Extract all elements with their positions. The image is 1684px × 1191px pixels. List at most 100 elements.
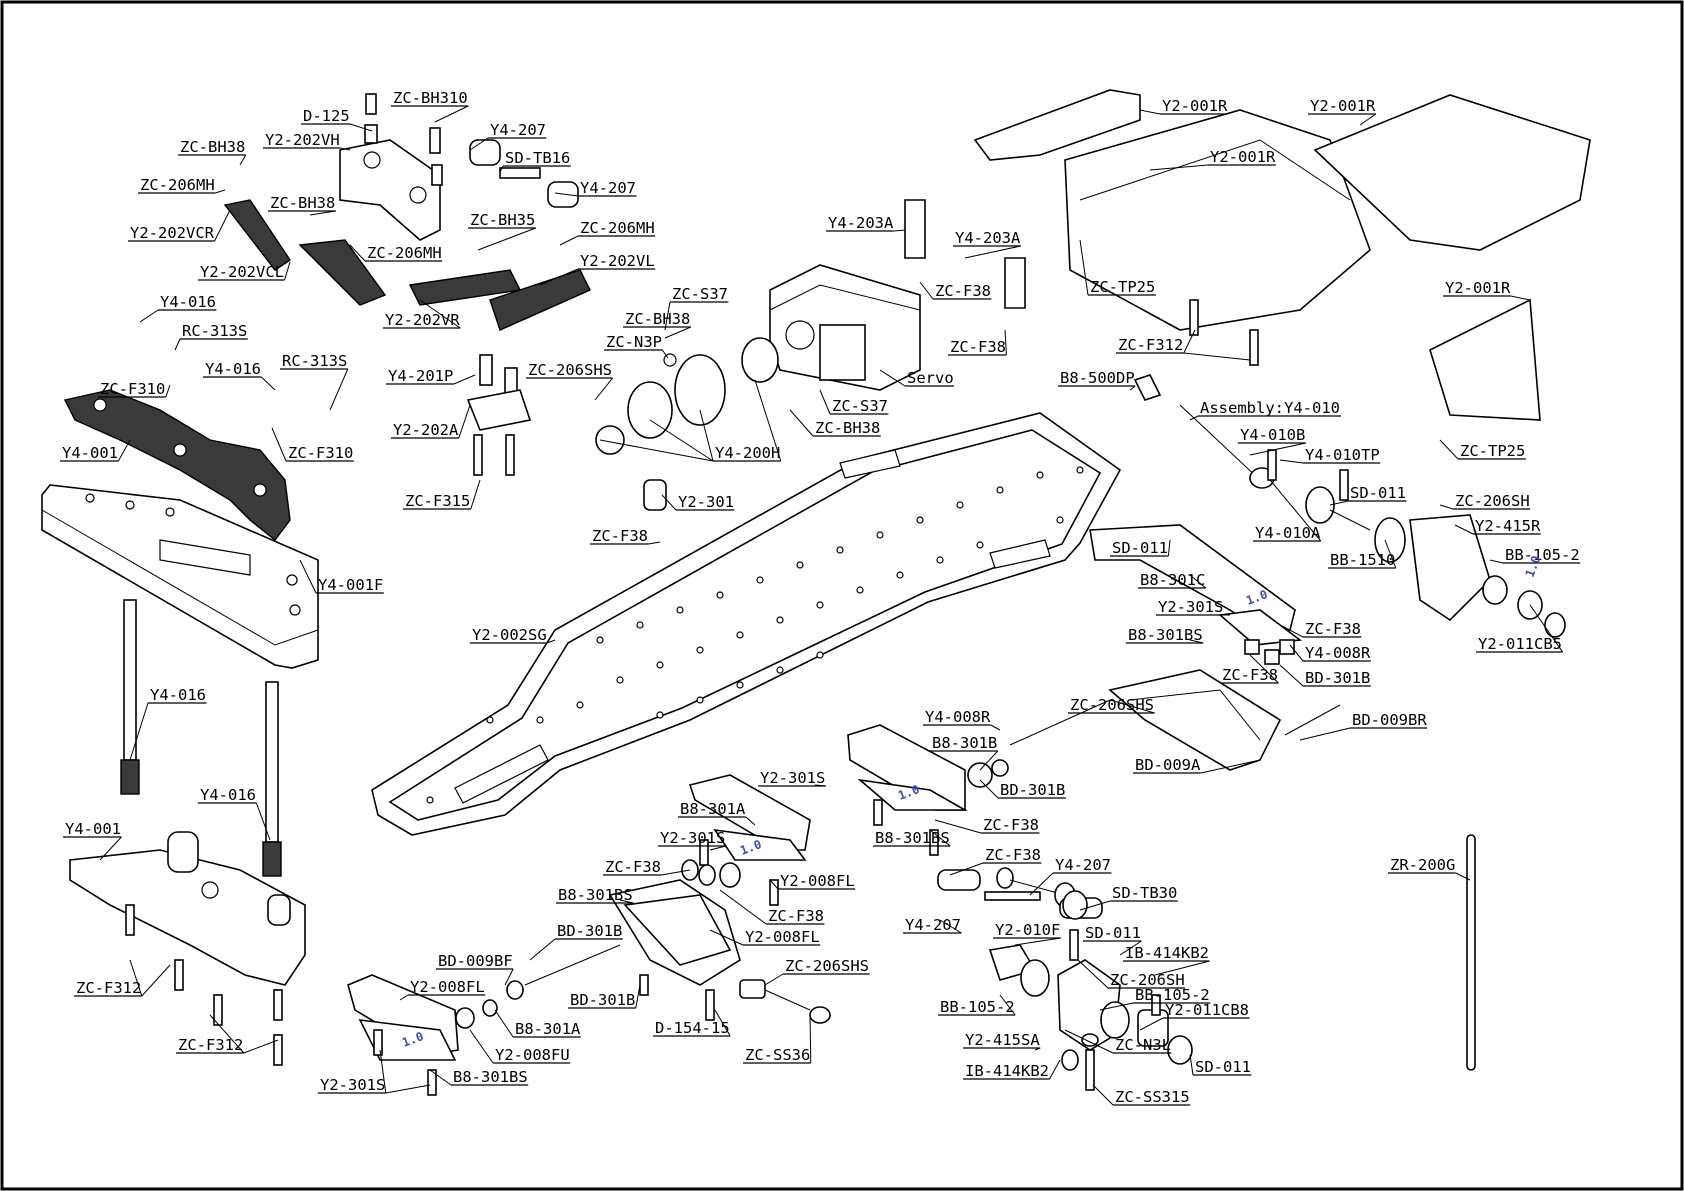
part-label-text: Y2-010F — [995, 921, 1060, 939]
leader-line — [1189, 574, 1207, 589]
part-label: BD-301B — [568, 984, 641, 1009]
part-label-text: BD-301B — [557, 922, 622, 940]
part-label-text: Y2-008FL — [410, 978, 485, 996]
part-label: D-125 — [301, 107, 373, 132]
leader-line — [1249, 442, 1306, 456]
leader-line — [1289, 644, 1304, 662]
part-label: ZC-TP25 — [1439, 439, 1526, 460]
part-label: SD-011 — [1083, 924, 1142, 956]
part-label-text: ZC-F38 — [950, 338, 1006, 356]
part-label-text: Y2-301S — [1158, 598, 1223, 616]
part-label-text: SD-011 — [1195, 1058, 1251, 1076]
part-label: BB-105-2 — [1099, 986, 1211, 1011]
part-label-text: Y2-301S — [660, 829, 725, 847]
part-label: ZC-BH38 — [178, 138, 247, 166]
part-label-text: ZC-F38 — [592, 527, 648, 545]
leader-line — [661, 869, 691, 876]
part-label: B8-301BS — [1126, 626, 1204, 644]
part-label: ZC-206SH — [1077, 959, 1186, 989]
part-label-text: ZC-F38 — [935, 282, 991, 300]
part-label: Assembly:Y4-010 — [1189, 399, 1341, 421]
part-label: ZC-F38 — [1220, 654, 1279, 684]
servo-and-saver — [466, 139, 1026, 511]
part-label-text: IB-414KB2 — [1125, 944, 1209, 962]
leader-line — [470, 479, 481, 510]
part-label-text: Y2-415SA — [965, 1031, 1040, 1049]
leader-line — [141, 964, 171, 997]
leader-line — [1167, 539, 1171, 557]
part-label-text: SD-011 — [1350, 484, 1406, 502]
part-label: IB-414KB2 — [963, 1059, 1061, 1080]
part-label: Y4-010B — [1238, 426, 1306, 456]
leader-line — [1034, 1047, 1041, 1051]
leader-line — [1154, 960, 1210, 976]
rear-wing — [973, 89, 1591, 421]
leader-line — [469, 137, 489, 151]
shim-thickness-mark: 1.0 — [738, 837, 763, 858]
part-label-text: ZC-S37 — [832, 397, 888, 415]
leader-line — [879, 369, 906, 387]
part-label-text: ZC-BH310 — [393, 89, 468, 107]
part-label-text: Y2-202A — [393, 421, 459, 439]
part-label-text: Y4-207 — [580, 179, 636, 197]
leader-line — [1189, 639, 1204, 644]
leader-line — [1129, 385, 1136, 391]
part-label-text: ZC-BH38 — [270, 194, 335, 212]
leader-line — [949, 862, 984, 876]
part-label: BD-301B — [529, 922, 623, 961]
front-bumper-assembly — [41, 389, 319, 669]
leader-line — [1510, 295, 1531, 301]
part-label: SD-TB30 — [1079, 884, 1178, 911]
part-label-text: ZR-200G — [1390, 856, 1455, 874]
leader-line — [494, 1009, 514, 1038]
leader-line — [434, 105, 469, 123]
leader-line — [174, 338, 181, 351]
part-label-text: Y4-008R — [925, 708, 991, 726]
part-label: Y2-301 — [661, 493, 735, 511]
part-label: ZC-F38 — [948, 329, 1007, 356]
part-label-text: ZC-206MH — [580, 219, 655, 237]
leader-line — [547, 639, 556, 644]
leader-line — [964, 245, 1021, 259]
front-suspension-middle — [688, 724, 1076, 908]
part-label-text: Y4-207 — [1055, 856, 1111, 874]
part-label: D-154-15 — [653, 1009, 731, 1037]
chassis-holes — [426, 466, 1084, 804]
part-label: Y2-008FL — [399, 978, 486, 1001]
part-label-text: Y2-301S — [320, 1076, 385, 1094]
leader-line — [1079, 900, 1111, 911]
leader-line — [1119, 940, 1142, 956]
part-label: Y2-202VCR — [128, 209, 231, 242]
leader-line — [599, 439, 714, 462]
part-label: Y4-201P — [386, 367, 476, 385]
part-label: Y4-001 — [60, 439, 131, 462]
part-label-text: Assembly:Y4-010 — [1200, 399, 1340, 417]
leader-line — [714, 1009, 731, 1037]
leader-line — [619, 899, 634, 904]
leader-line — [1049, 1059, 1061, 1080]
leader-line — [499, 165, 504, 173]
leader-line — [1384, 539, 1397, 569]
part-label-text: BB-105-2 — [940, 998, 1015, 1016]
part-label-text: Y2-415R — [1475, 517, 1541, 535]
leader-line — [117, 439, 131, 462]
part-label-text: ZC-BH38 — [625, 310, 690, 328]
part-label: BD-301B — [979, 779, 1066, 799]
part-label-text: B8-301C — [1140, 571, 1205, 589]
part-label-text: ZC-F38 — [983, 816, 1039, 834]
leader-line — [458, 404, 471, 439]
part-label: ZC-F38 — [603, 858, 691, 876]
part-label-text: Y2-001R — [1445, 279, 1511, 297]
leader-line — [1004, 329, 1007, 356]
part-label-text: SD-011 — [1085, 924, 1141, 942]
part-label-text: Y4-200H — [715, 444, 780, 462]
leader-line — [1489, 559, 1504, 564]
leader-line — [349, 244, 366, 262]
part-label: Y2-415SA — [963, 1031, 1041, 1051]
part-label: ZC-TP25 — [1079, 239, 1156, 296]
leader-line — [1183, 352, 1251, 361]
part-label: BD-301B — [1279, 664, 1371, 687]
leader-line — [1189, 415, 1199, 421]
part-label: Y2-008FU — [469, 1029, 571, 1064]
